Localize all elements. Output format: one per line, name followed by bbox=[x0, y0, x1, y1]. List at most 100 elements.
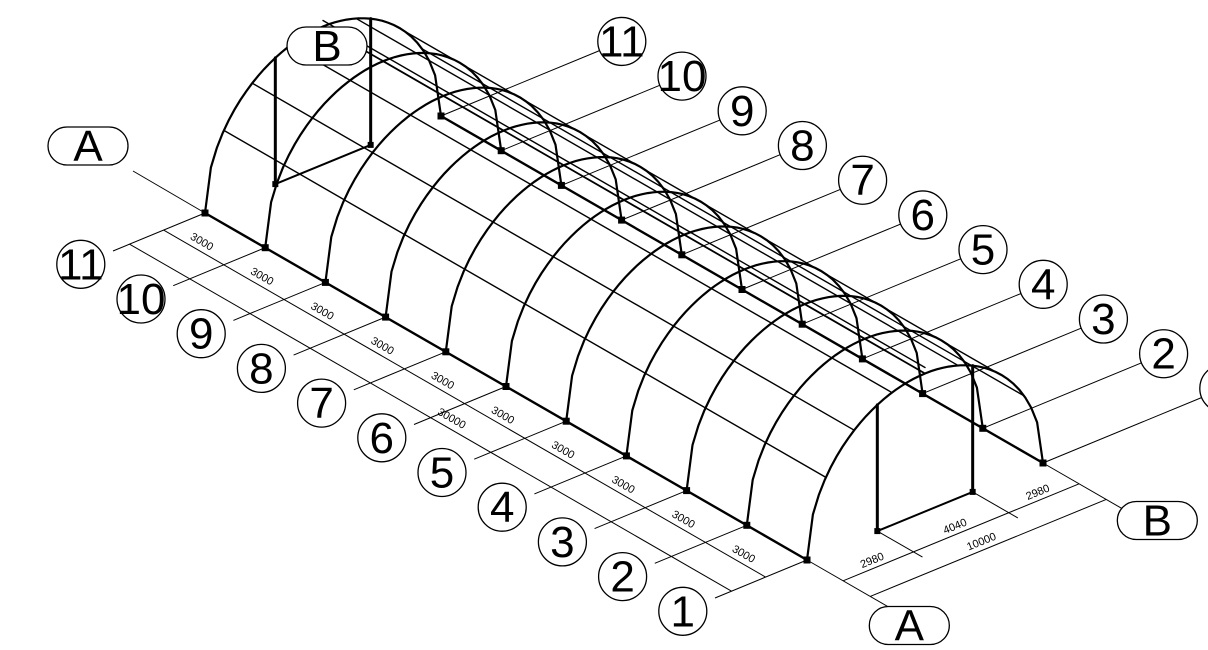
total-length-dimension-line bbox=[129, 243, 732, 592]
axis-bubble-back-A-label: A bbox=[73, 122, 103, 171]
bay-dimension-label: 3000 bbox=[188, 231, 215, 254]
total-width-label: 10000 bbox=[965, 531, 998, 554]
rear-door-sill bbox=[274, 143, 372, 186]
axis-bubble-back-11-label: 11 bbox=[599, 17, 645, 66]
purlin-3 bbox=[289, 44, 893, 394]
axis-bubble-back-5-circle bbox=[958, 224, 1008, 275]
grid-line-back-8 bbox=[621, 153, 782, 221]
purlin-2 bbox=[251, 82, 855, 431]
bay-dimension-label: 3000 bbox=[549, 439, 576, 462]
axis-bubble-back-4-label: 4 bbox=[1031, 260, 1055, 309]
bay-dimension-label: 3000 bbox=[609, 474, 636, 497]
grid-line-back-10 bbox=[501, 84, 662, 152]
grid-line-front-7 bbox=[353, 351, 446, 391]
axis-bubble-front-2-circle bbox=[597, 551, 648, 602]
axis-bubble-front-B-pill bbox=[1116, 500, 1198, 541]
axis-bubble-back-3-label: 3 bbox=[1091, 295, 1115, 344]
axis-bubble-back-1-circle bbox=[1199, 369, 1208, 408]
bay-dimension-line bbox=[163, 229, 766, 578]
grid-line-front-4 bbox=[534, 455, 627, 495]
grid-line-A-front bbox=[806, 559, 895, 611]
grid-line-back-3 bbox=[922, 327, 1083, 395]
grid-line-front-1 bbox=[714, 559, 808, 599]
door-post-extension-1 bbox=[877, 530, 923, 558]
total-length-dimension-label: 30000 bbox=[435, 406, 467, 432]
purlin-1 bbox=[223, 129, 827, 479]
axis-bubble-front-11-label: 11 bbox=[58, 240, 104, 289]
axis-bubble-back-10-circle bbox=[657, 51, 707, 101]
grid-line-back-1 bbox=[1042, 396, 1204, 464]
axis-bubble-front-6-circle bbox=[357, 413, 407, 463]
axis-bubble-front-10-circle bbox=[116, 274, 166, 324]
purlin-4 bbox=[322, 25, 926, 375]
axis-bubble-front-1-label: 1 bbox=[671, 587, 695, 636]
grid-line-back-2 bbox=[982, 361, 1143, 429]
axis-bubble-back-8-circle bbox=[777, 120, 828, 171]
axis-bubble-back-6-label: 6 bbox=[911, 191, 935, 240]
bay-dimension-label: 3000 bbox=[670, 508, 697, 531]
grid-line-front-5 bbox=[474, 420, 567, 460]
dimension-lines bbox=[112, 49, 1204, 611]
axis-bubble-front-7-circle bbox=[296, 378, 347, 428]
bay-dimension-label: 3000 bbox=[248, 266, 275, 289]
axis-bubble-front-9-label: 9 bbox=[189, 310, 213, 359]
grid-line-front-10 bbox=[173, 247, 266, 287]
grid-line-front-11 bbox=[112, 212, 206, 252]
axis-bubble-front-6-label: 6 bbox=[370, 414, 394, 463]
grid-line-A-back bbox=[132, 170, 206, 214]
purlin-6 bbox=[393, 24, 997, 373]
axis-bubble-front-A-pill bbox=[868, 605, 950, 646]
axis-bubble-back-B-pill bbox=[286, 26, 368, 66]
axis-bubble-back-7-circle bbox=[837, 155, 888, 205]
bay-dimension-label: 3000 bbox=[489, 404, 516, 427]
bay-dimension-label: 3000 bbox=[369, 335, 396, 358]
side-span-label-1: 2980 bbox=[859, 551, 886, 571]
side-span-label-2: 2980 bbox=[1024, 483, 1051, 503]
axis-bubble-front-B-label: B bbox=[1143, 497, 1172, 546]
axis-bubble-back-8-label: 8 bbox=[790, 122, 814, 171]
grid-line-back-4 bbox=[862, 292, 1023, 360]
axis-bubble-front-4-circle bbox=[477, 482, 527, 532]
axis-bubble-front-8-circle bbox=[236, 343, 287, 394]
axis-bubble-back-9-label: 9 bbox=[730, 87, 754, 136]
grid-line-back-11 bbox=[440, 49, 602, 117]
grid-line-front-6 bbox=[413, 386, 507, 425]
axis-bubble-back-9-circle bbox=[717, 86, 767, 136]
bay-dimension-label: 3000 bbox=[308, 300, 335, 323]
axis-bubble-front-3-circle bbox=[537, 517, 588, 567]
width-dimension-line bbox=[870, 498, 1107, 597]
bay-dimension-label: 3000 bbox=[429, 370, 456, 393]
bay-dimension-label: 3000 bbox=[730, 543, 757, 566]
axis-bubble-front-8-label: 8 bbox=[249, 344, 273, 393]
purlin-7 bbox=[421, 48, 1025, 397]
axis-bubble-back-A-pill bbox=[47, 126, 129, 166]
axis-bubble-front-2-label: 2 bbox=[610, 553, 634, 602]
axis-bubble-back-2-circle bbox=[1138, 329, 1189, 379]
span-dimension-line bbox=[842, 483, 1080, 582]
axis-bubble-front-11-circle bbox=[56, 239, 106, 289]
axis-bubble-back-3-circle bbox=[1078, 294, 1129, 344]
drawing-labels: 3000 3000 3000 3000 3000 3000 3000 3000 3000 3000… bbox=[47, 16, 1208, 650]
axis-bubble-back-6-circle bbox=[898, 190, 948, 240]
ridge-purlin bbox=[322, 19, 926, 369]
axis-bubble-front-4-label: 4 bbox=[490, 483, 514, 532]
axis-bubble-front-3-label: 3 bbox=[550, 518, 574, 567]
axis-bubble-front-1-circle bbox=[658, 586, 708, 636]
axis-bubble-front-7-label: 7 bbox=[309, 379, 333, 428]
grid-line-B-front bbox=[1042, 462, 1131, 514]
axis-bubble-back-5-label: 5 bbox=[971, 226, 995, 275]
grid-line-back-6 bbox=[741, 223, 903, 290]
axis-bubble-back-10-label: 10 bbox=[658, 52, 707, 101]
grid-line-front-8 bbox=[293, 316, 386, 356]
grid-line-front-9 bbox=[233, 281, 326, 321]
grid-line-back-9 bbox=[561, 118, 722, 186]
purlin-5 bbox=[355, 17, 959, 367]
axis-bubble-front-9-circle bbox=[176, 309, 226, 359]
middle-span-label: 4040 bbox=[942, 517, 969, 537]
axis-bubble-back-7-label: 7 bbox=[850, 156, 874, 205]
grid-line-back-7 bbox=[681, 188, 842, 256]
axis-bubble-front-10-label: 10 bbox=[117, 275, 166, 324]
axis-bubble-front-A-label: A bbox=[895, 602, 925, 650]
grid-line-front-2 bbox=[654, 524, 747, 564]
grid-line-front-3 bbox=[594, 490, 687, 530]
